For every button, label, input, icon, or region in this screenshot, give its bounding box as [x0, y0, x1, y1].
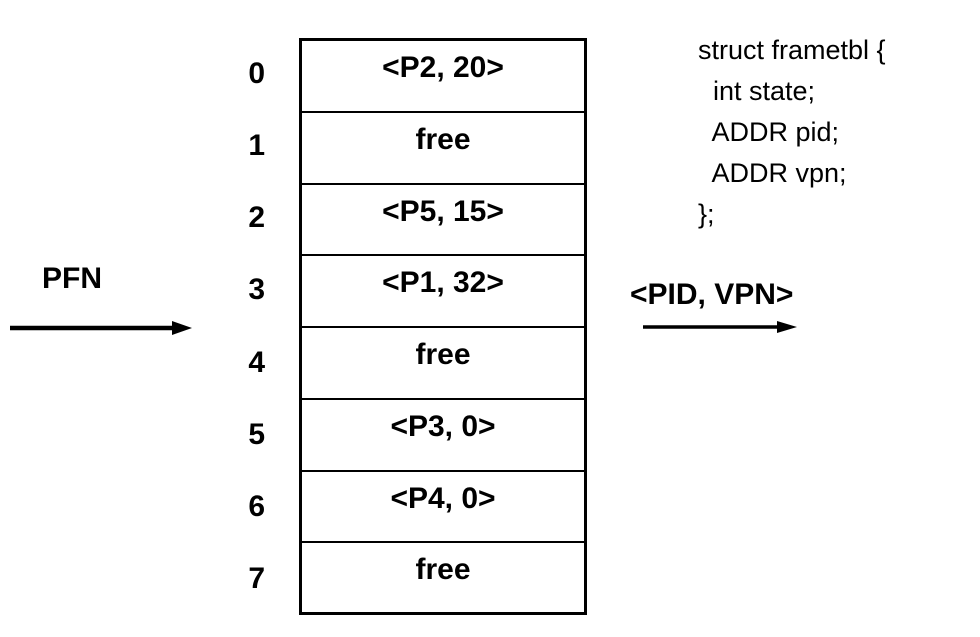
frame-entry-value: <P2, 20> — [382, 51, 504, 84]
arrow-right-icon — [643, 321, 797, 333]
struct-line-close: }; — [698, 199, 715, 229]
pid-vpn-output-group: <PID, VPN> — [628, 278, 848, 348]
table-row: free — [302, 113, 584, 185]
frame-entry-value: free — [415, 122, 471, 156]
frame-entry-value: free — [415, 338, 471, 371]
pfn-index-7: 7 — [248, 561, 265, 595]
pid-vpn-label: <PID, VPN> — [630, 278, 794, 311]
arrow-right-icon — [10, 321, 192, 335]
struct-line-declaration: struct frametbl { — [698, 35, 886, 65]
struct-line-pid: ADDR pid; — [698, 117, 840, 147]
pfn-index-5: 5 — [248, 417, 265, 451]
pfn-index-2: 2 — [248, 201, 265, 235]
pfn-index-3: 3 — [248, 273, 265, 307]
table-row: <P2, 20> — [302, 41, 584, 113]
struct-line-vpn: ADDR vpn; — [698, 158, 847, 188]
table-row: <P3, 0> — [302, 400, 584, 472]
table-row: free — [302, 543, 584, 615]
pfn-index-6: 6 — [248, 489, 265, 523]
pfn-label: PFN — [42, 262, 102, 295]
frame-entry-value: free — [415, 553, 471, 587]
table-row: <P5, 15> — [302, 185, 584, 257]
frame-table-group: 0 1 2 3 4 5 6 7 <P2, 20> free <P5, 15> <… — [220, 38, 590, 618]
pfn-index-1: 1 — [248, 129, 265, 163]
pfn-index-4: 4 — [248, 345, 265, 379]
pfn-index-0: 0 — [248, 57, 265, 91]
frame-entry-value: <P3, 0> — [390, 409, 496, 443]
table-row: <P1, 32> — [302, 256, 584, 328]
frame-entry-value: <P5, 15> — [382, 194, 504, 228]
pfn-index-column: 0 1 2 3 4 5 6 7 — [220, 38, 282, 615]
frame-entry-value: <P4, 0> — [390, 481, 496, 515]
table-row: free — [302, 328, 584, 400]
frame-entry-value: <P1, 32> — [382, 266, 504, 300]
table-row: <P4, 0> — [302, 472, 584, 544]
pfn-input-group: PFN — [0, 262, 200, 342]
struct-definition: struct frametbl { int state; ADDR pid; A… — [698, 30, 968, 235]
struct-line-state: int state; — [698, 76, 816, 106]
frame-table: <P2, 20> free <P5, 15> <P1, 32> free <P3… — [299, 38, 587, 615]
